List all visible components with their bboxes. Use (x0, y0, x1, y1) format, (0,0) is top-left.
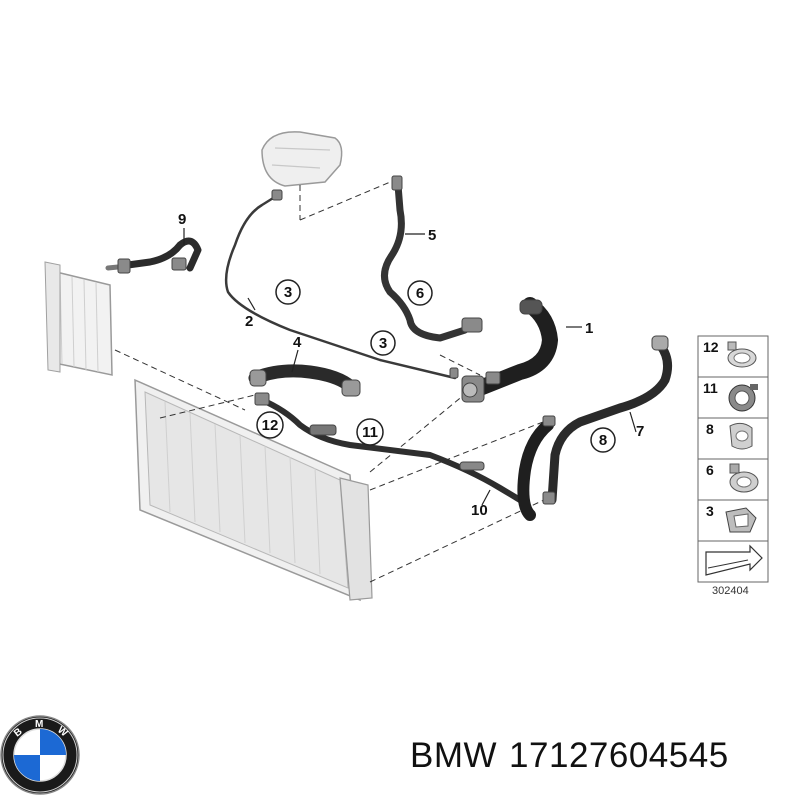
hose-7 (547, 340, 673, 505)
logo-letter-m: M (35, 719, 43, 730)
callout-labels: 9 2 5 1 4 7 10 3 3 6 8 11 12 (178, 211, 644, 519)
caption-part-number: 17127604545 (509, 736, 729, 775)
callout-7: 7 (636, 423, 644, 440)
hose-1 (472, 297, 558, 396)
hose-2 (224, 193, 457, 380)
fittings (117, 175, 669, 505)
diagram-reference-number: 302404 (712, 585, 749, 597)
spring-clamp-icon (728, 384, 758, 412)
svg-text:12: 12 (703, 339, 719, 355)
callout-9: 9 (178, 211, 186, 228)
svg-text:11: 11 (703, 380, 718, 396)
callout-12: 12 (256, 411, 284, 439)
callout-5: 5 (428, 227, 436, 244)
svg-text:11: 11 (362, 424, 378, 441)
legend-row-11: 11 (703, 380, 758, 412)
hose-5 (381, 181, 469, 342)
callout-3-upper: 3 (275, 279, 301, 305)
caption-brand: BMW (410, 736, 498, 775)
svg-text:3: 3 (284, 284, 292, 301)
hose-clamp-icon (729, 463, 759, 493)
callout-3-lower: 3 (370, 330, 396, 356)
svg-text:8: 8 (599, 432, 607, 449)
hose-clamp-icon (727, 341, 757, 368)
svg-text:8: 8 (706, 421, 714, 437)
dashed-leader-lines (114, 179, 549, 583)
svg-text:6: 6 (416, 285, 424, 302)
svg-text:3: 3 (379, 335, 387, 352)
bracket-clip-icon (725, 507, 757, 533)
legend-row-12: 12 (703, 339, 757, 368)
radiator (134, 378, 373, 602)
callout-4: 4 (293, 334, 302, 351)
bmw-logo: B M W (0, 715, 80, 795)
auxiliary-radiator (44, 261, 113, 376)
legend-row-6: 6 (706, 462, 759, 493)
callout-8: 8 (590, 427, 616, 453)
direction-arrow-icon (705, 544, 763, 576)
svg-text:6: 6 (706, 462, 714, 478)
hose-10 (517, 419, 554, 521)
svg-text:12: 12 (262, 417, 279, 434)
part-caption: BMW 17127604545 (410, 736, 729, 776)
hose-9 (124, 237, 202, 272)
parts-legend: 12 11 8 6 (697, 335, 769, 597)
callout-2: 2 (245, 313, 253, 330)
svg-text:3: 3 (706, 503, 714, 519)
callout-1: 1 (585, 320, 593, 337)
hose-11 (259, 397, 523, 503)
callout-10: 10 (471, 502, 488, 519)
callout-11: 11 (356, 418, 384, 446)
callout-6: 6 (407, 280, 433, 306)
expansion-tank (261, 131, 343, 187)
legend-row-8: 8 (706, 421, 753, 450)
legend-row-3: 3 (706, 503, 757, 533)
callout-lines (183, 228, 637, 506)
hose-4 (248, 364, 359, 395)
hose-clip-icon (729, 422, 753, 450)
